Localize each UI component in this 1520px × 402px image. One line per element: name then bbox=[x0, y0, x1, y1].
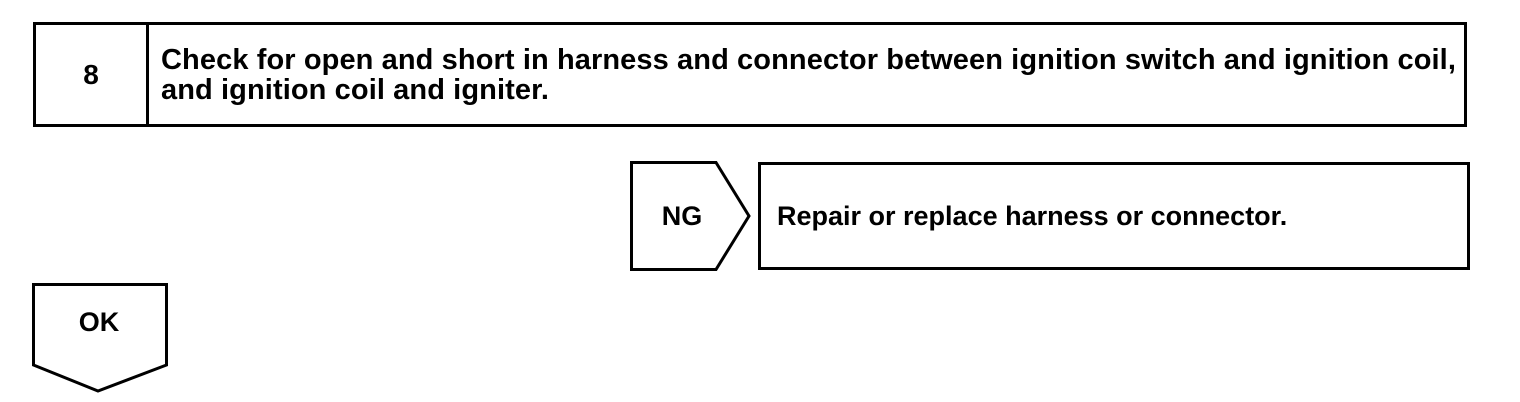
ng-arrow-shape bbox=[630, 161, 751, 271]
ng-action-box: Repair or replace harness or connector. bbox=[758, 162, 1470, 270]
ng-action-text: Repair or replace harness or connector. bbox=[777, 200, 1288, 231]
step-box: 8 Check for open and short in harness an… bbox=[33, 22, 1467, 127]
ok-arrow-shape bbox=[32, 283, 168, 393]
ng-branch-tag: NG bbox=[630, 161, 752, 271]
ng-label: NG bbox=[661, 200, 703, 231]
step-instruction: Check for open and short in harness and … bbox=[161, 44, 1456, 106]
ok-branch-tag: OK bbox=[32, 283, 170, 395]
ok-label: OK bbox=[78, 307, 120, 337]
step-number: 8 bbox=[36, 25, 149, 124]
